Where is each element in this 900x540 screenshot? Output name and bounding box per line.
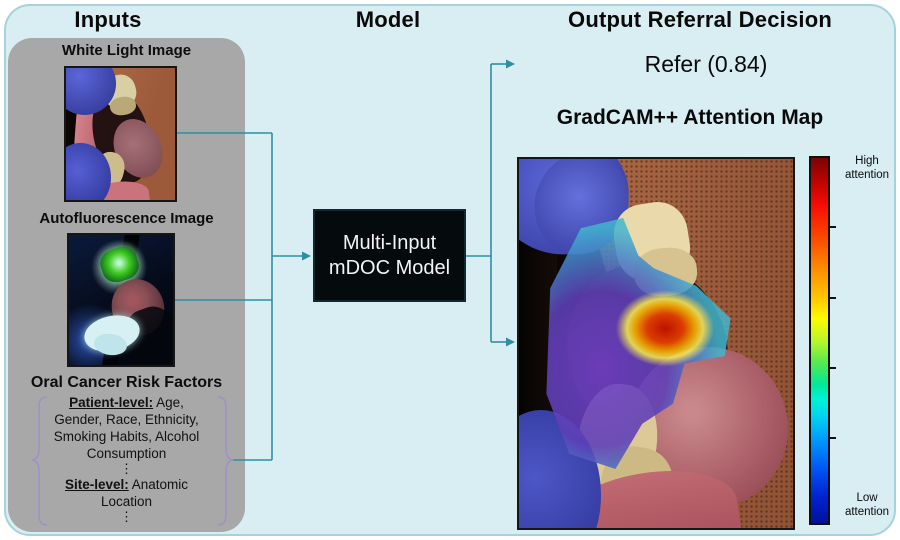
site-level-rest: Anatomic bbox=[128, 477, 189, 492]
patient-level-rest: Age, bbox=[153, 395, 184, 410]
risk-factors-heading: Oral Cancer Risk Factors bbox=[30, 374, 223, 391]
model-box-line2: mDOC Model bbox=[328, 256, 451, 279]
colorbar-low-line2: attention bbox=[844, 505, 890, 518]
model-box: Multi-Input mDOC Model bbox=[313, 209, 466, 302]
autofluorescence-image-label: Autofluorescence Image bbox=[39, 210, 214, 227]
patient-level-line3: Smoking Habits, Alcohol bbox=[53, 429, 200, 444]
colorbar-high-line2: attention bbox=[844, 168, 890, 181]
colorbar-high-line1: High bbox=[855, 155, 879, 167]
colorbar-tick bbox=[830, 437, 836, 439]
referral-decision-text: Refer (0.84) bbox=[644, 51, 768, 77]
patient-level-line2: Gender, Race, Ethnicity, bbox=[54, 412, 199, 427]
autofluorescence-image bbox=[67, 233, 175, 367]
gradcam-attention-image bbox=[517, 157, 795, 530]
white-light-image bbox=[64, 66, 177, 202]
colorbar-tick bbox=[830, 226, 836, 228]
vertical-ellipsis: ⋮ bbox=[120, 509, 133, 524]
site-level-line2: Location bbox=[100, 494, 153, 509]
patient-level-label: Patient-level: bbox=[69, 395, 154, 410]
colorbar-tick bbox=[830, 297, 836, 299]
white-light-image-label: White Light Image bbox=[61, 42, 192, 59]
attention-colorbar bbox=[809, 156, 830, 525]
colorbar-low-line1: Low bbox=[856, 492, 878, 504]
site-level-label: Site-level: bbox=[64, 477, 129, 492]
vertical-ellipsis: ⋮ bbox=[120, 461, 133, 476]
colorbar-low-label: Low attention bbox=[835, 492, 899, 519]
risk-factors-text: Patient-level: Age, Gender, Race, Ethnic… bbox=[36, 394, 217, 524]
inputs-column-title: Inputs bbox=[74, 7, 142, 32]
output-column-title: Output Referral Decision bbox=[568, 7, 832, 32]
site-level-line1: Site-level: Anatomic bbox=[36, 476, 217, 493]
model-column-title: Model bbox=[355, 7, 421, 32]
model-box-line1: Multi-Input bbox=[342, 231, 437, 254]
attention-map-title: GradCAM++ Attention Map bbox=[556, 106, 824, 129]
colorbar-high-label: High attention bbox=[835, 155, 899, 182]
patient-level-line4: Consumption bbox=[86, 446, 167, 461]
patient-level-line1: Patient-level: Age, bbox=[36, 394, 217, 411]
colorbar-tick bbox=[830, 367, 836, 369]
